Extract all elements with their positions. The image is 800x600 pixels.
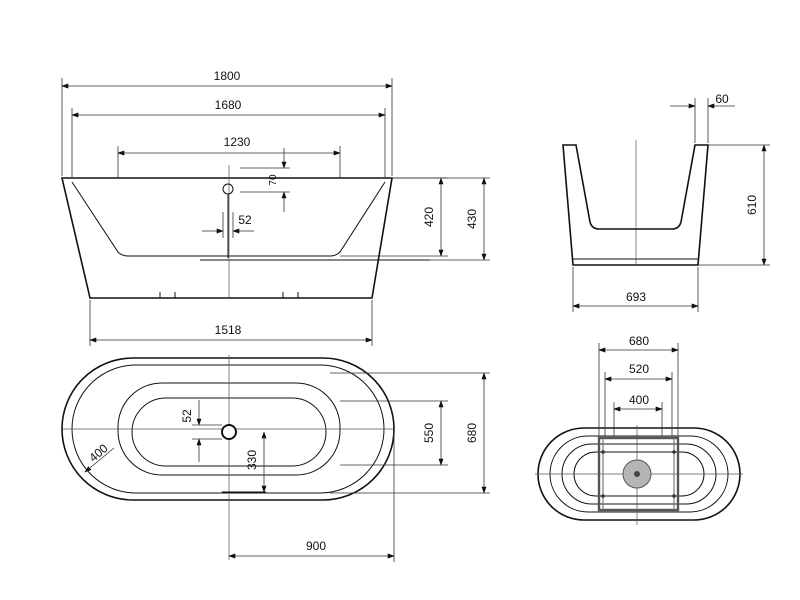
overflow-outlet bbox=[222, 183, 234, 258]
front-view-outline bbox=[60, 165, 430, 299]
dim-1800: 1800 bbox=[61, 69, 393, 176]
top-view: 52 330 550 680 400 900 bbox=[61, 355, 490, 562]
front-view: 1800 1680 1230 70 52 bbox=[60, 69, 490, 346]
dim-label-1800: 1800 bbox=[214, 69, 241, 83]
dim-label-680-bottom: 680 bbox=[629, 334, 649, 348]
dim-label-1230: 1230 bbox=[224, 135, 251, 149]
dim-420: 420 bbox=[340, 177, 448, 257]
dim-label-430: 430 bbox=[465, 209, 479, 229]
dim-60: 60 bbox=[670, 92, 735, 143]
dim-52-front: 52 bbox=[202, 212, 254, 238]
dim-label-520: 520 bbox=[629, 362, 649, 376]
dim-400-radius: 400 bbox=[84, 441, 115, 473]
dim-label-680-top: 680 bbox=[465, 423, 479, 443]
dim-label-70: 70 bbox=[268, 174, 279, 186]
dim-label-400-radius: 400 bbox=[86, 441, 111, 465]
dim-label-1518: 1518 bbox=[215, 323, 242, 337]
front-view-feet bbox=[159, 292, 299, 298]
dim-label-550: 550 bbox=[422, 423, 436, 443]
dim-330: 330 bbox=[245, 431, 267, 493]
dim-693: 693 bbox=[572, 267, 699, 312]
bottom-view: 680 520 400 bbox=[535, 334, 743, 525]
dim-900: 900 bbox=[228, 432, 395, 562]
dim-400: 400 bbox=[613, 393, 663, 436]
dim-520: 520 bbox=[604, 362, 673, 436]
base-frame bbox=[597, 436, 680, 512]
dim-label-900: 900 bbox=[306, 539, 326, 553]
dim-1680: 1680 bbox=[71, 98, 386, 178]
side-view-outline bbox=[562, 140, 709, 266]
dim-610: 610 bbox=[698, 144, 770, 266]
dim-1230: 1230 bbox=[117, 135, 341, 178]
side-view: 60 610 693 bbox=[562, 92, 770, 312]
dim-label-420: 420 bbox=[422, 207, 436, 227]
dim-70: 70 bbox=[240, 148, 290, 212]
dim-label-610: 610 bbox=[745, 195, 759, 215]
dim-52-top: 52 bbox=[180, 400, 222, 462]
dim-550: 550 bbox=[340, 400, 448, 466]
dim-label-400: 400 bbox=[629, 393, 649, 407]
dim-label-330: 330 bbox=[245, 450, 259, 470]
dim-1518: 1518 bbox=[89, 300, 373, 346]
dim-label-52-front: 52 bbox=[238, 213, 252, 227]
drain-icon bbox=[221, 424, 237, 440]
bottom-drain-icon bbox=[622, 459, 652, 489]
dim-label-60: 60 bbox=[715, 92, 729, 106]
dim-label-693: 693 bbox=[626, 290, 646, 304]
top-view-outline bbox=[61, 355, 395, 560]
dim-430: 430 bbox=[392, 177, 490, 261]
dim-680-bottom: 680 bbox=[598, 334, 679, 436]
dim-680-top: 680 bbox=[330, 372, 490, 494]
dim-label-1680: 1680 bbox=[215, 98, 242, 112]
dim-label-52-top: 52 bbox=[180, 409, 194, 423]
